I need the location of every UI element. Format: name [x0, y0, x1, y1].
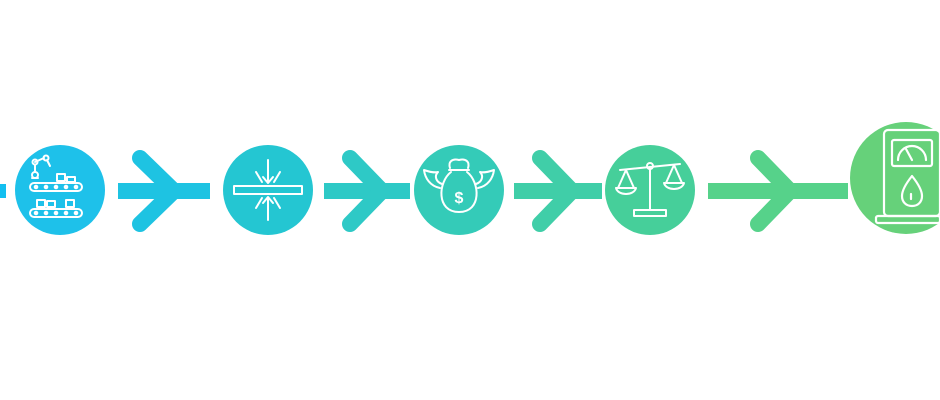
step-5	[850, 122, 940, 234]
connector-3	[514, 150, 602, 232]
step-1	[15, 145, 105, 235]
connector-lead	[0, 184, 6, 198]
balance-scale-icon	[615, 162, 685, 217]
step-3: $	[414, 145, 504, 235]
connector-4	[708, 150, 848, 232]
factory-conveyor-icon	[29, 154, 83, 218]
step-5-circle	[850, 122, 940, 234]
compression-icon	[233, 159, 303, 221]
step-2	[223, 145, 313, 235]
connector-2	[324, 150, 410, 232]
flying-money-bag-icon: $	[423, 158, 495, 213]
connector-1	[118, 150, 210, 232]
fuel-pump-icon	[874, 128, 940, 225]
step-3-circle	[414, 145, 504, 235]
dollar-sign: $	[455, 190, 464, 207]
step-2-circle	[223, 145, 313, 235]
step-4	[605, 145, 695, 235]
